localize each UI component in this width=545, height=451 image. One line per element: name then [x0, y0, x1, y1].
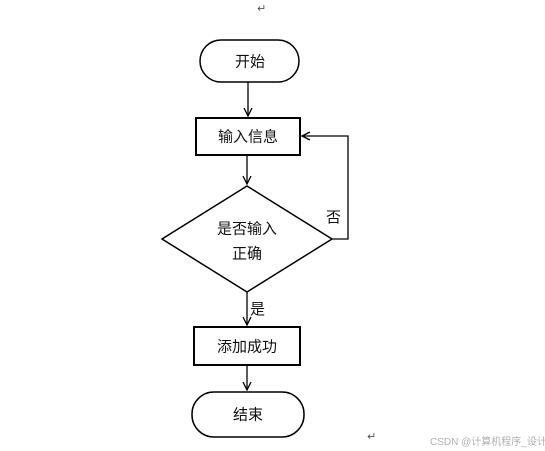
- paragraph-mark-top: ↵: [257, 2, 267, 15]
- input-process-box: [195, 117, 301, 156]
- end-terminal: [191, 391, 305, 438]
- start-terminal: [199, 39, 300, 83]
- success-process-box: [193, 326, 301, 366]
- success-label: 添加成功: [216, 337, 278, 356]
- start-label: 开始: [234, 52, 266, 71]
- decision-label-line2: 正确: [231, 244, 263, 263]
- decision-label-line1: 是否输入: [216, 219, 278, 238]
- arrow-no-loop-back: [302, 136, 349, 240]
- paragraph-mark-bottom: ↵: [367, 430, 377, 443]
- no-edge-label: 否: [326, 208, 342, 226]
- end-label: 结束: [232, 405, 264, 424]
- watermark-text: CSDN @计算机程序_设计: [430, 437, 545, 448]
- yes-edge-label: 是: [250, 300, 266, 318]
- input-label: 输入信息: [217, 127, 279, 146]
- decision-diamond: [160, 185, 334, 293]
